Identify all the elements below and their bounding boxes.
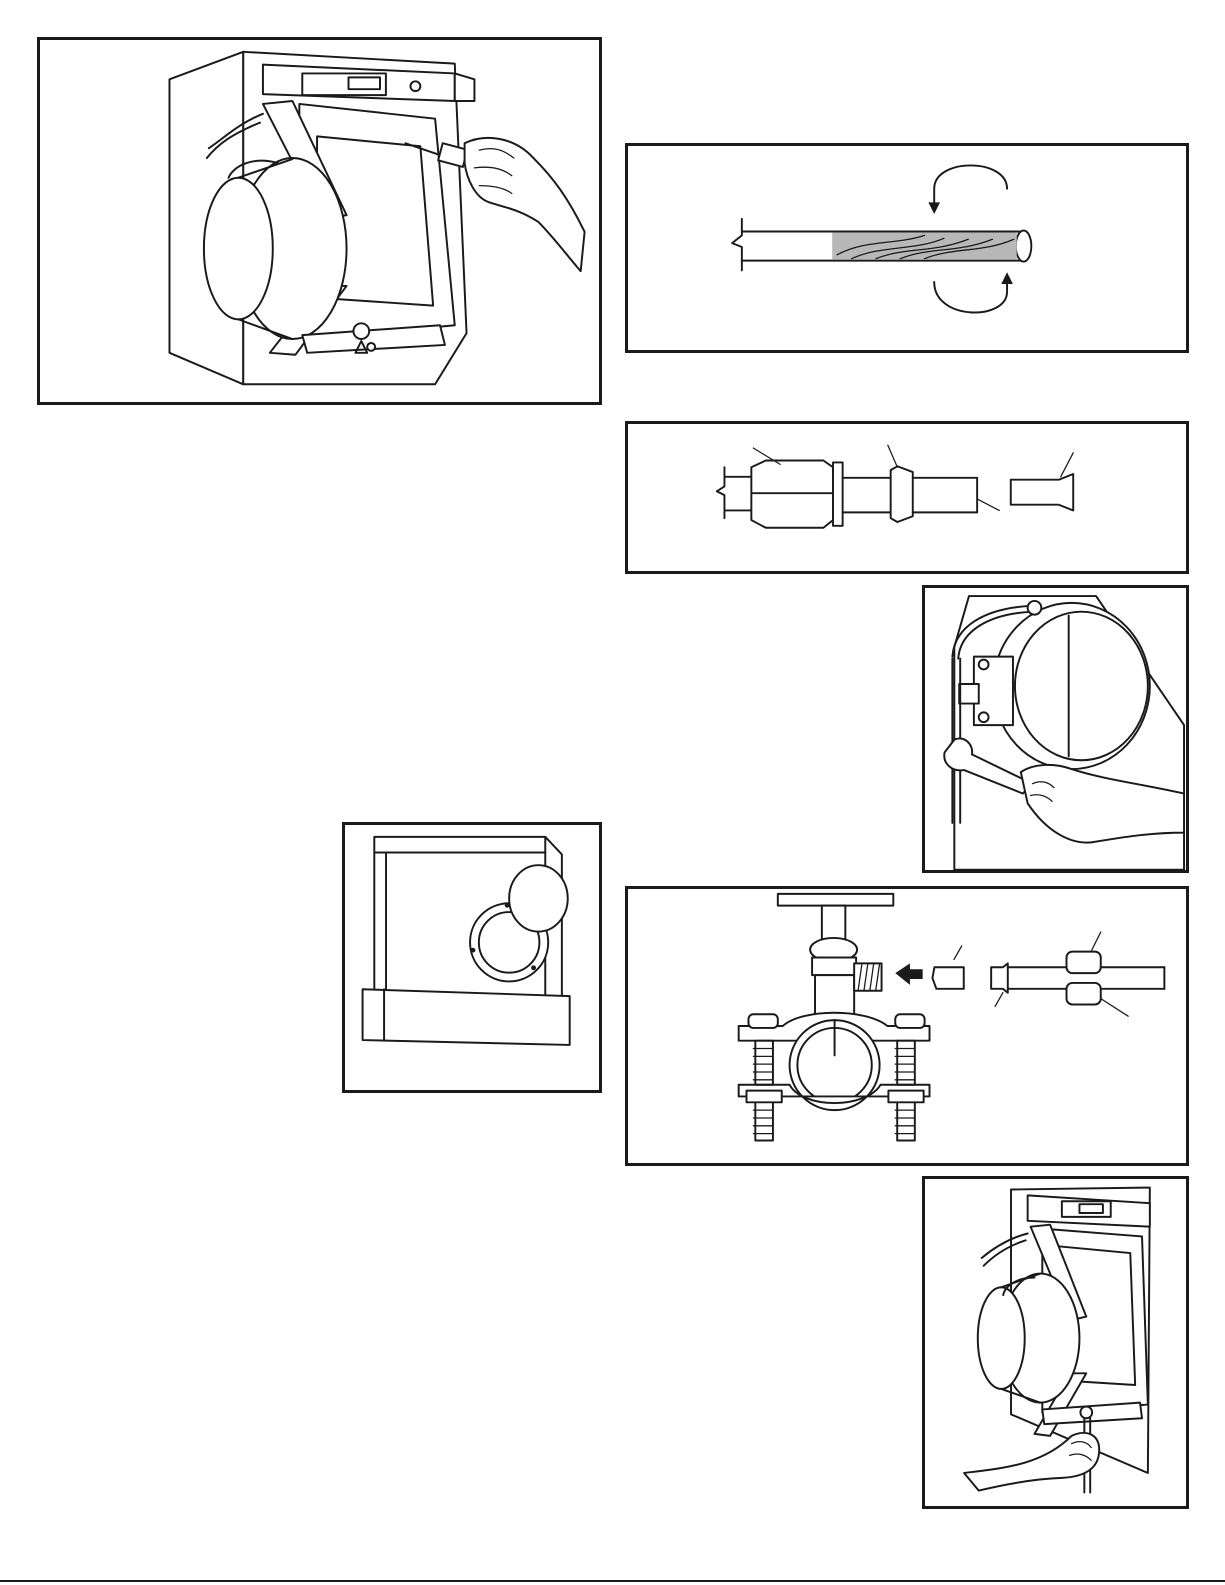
- tube-cleaning-icon: [628, 146, 1186, 350]
- cabinet-screwdriver-figure: [37, 37, 602, 405]
- compression-fitting-figure: [625, 421, 1189, 574]
- page-bottom-rule: [0, 1580, 1225, 1582]
- valve-wrench-figure: [922, 585, 1189, 873]
- duct-box-icon: [345, 825, 599, 1090]
- compression-fitting-icon: [628, 424, 1186, 571]
- water-hookup-figure: [922, 1176, 1189, 1509]
- tube-cleaning-figure: [625, 143, 1189, 353]
- water-hookup-icon: [925, 1179, 1186, 1506]
- valve-wrench-icon: [925, 588, 1186, 870]
- duct-box-figure: [342, 822, 602, 1093]
- saddle-valve-figure: [625, 886, 1189, 1166]
- saddle-valve-icon: [628, 889, 1186, 1163]
- cabinet-screwdriver-icon: [40, 40, 599, 402]
